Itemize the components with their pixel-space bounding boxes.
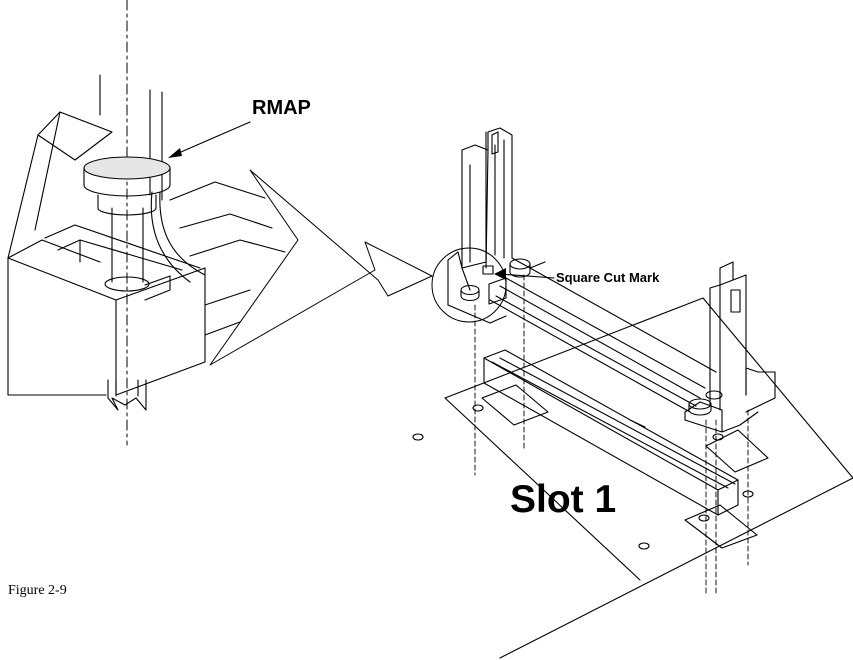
square-cut-mark-arrow	[499, 273, 555, 279]
rmap-pin	[83, 156, 171, 411]
slot-label: Slot 1	[510, 478, 616, 521]
alignment-guides	[474, 274, 749, 594]
retention-block	[7, 111, 206, 396]
slot1-assembly	[412, 127, 853, 659]
magnifier-circle	[431, 247, 507, 323]
square-cut-mark-label: Square Cut Mark	[556, 270, 660, 285]
rmap-cap-top	[83, 156, 171, 180]
rmap-arrow	[173, 121, 251, 156]
zoom-arrow	[209, 169, 433, 366]
right-retention-post	[684, 261, 776, 433]
rmap-label: RMAP	[252, 97, 311, 119]
retention-rails	[489, 267, 717, 413]
figure-caption: Figure 2-9	[8, 583, 67, 598]
left-retention-post	[447, 127, 546, 324]
rmap-detail-view	[7, 0, 286, 446]
slot1-connector	[483, 349, 739, 516]
